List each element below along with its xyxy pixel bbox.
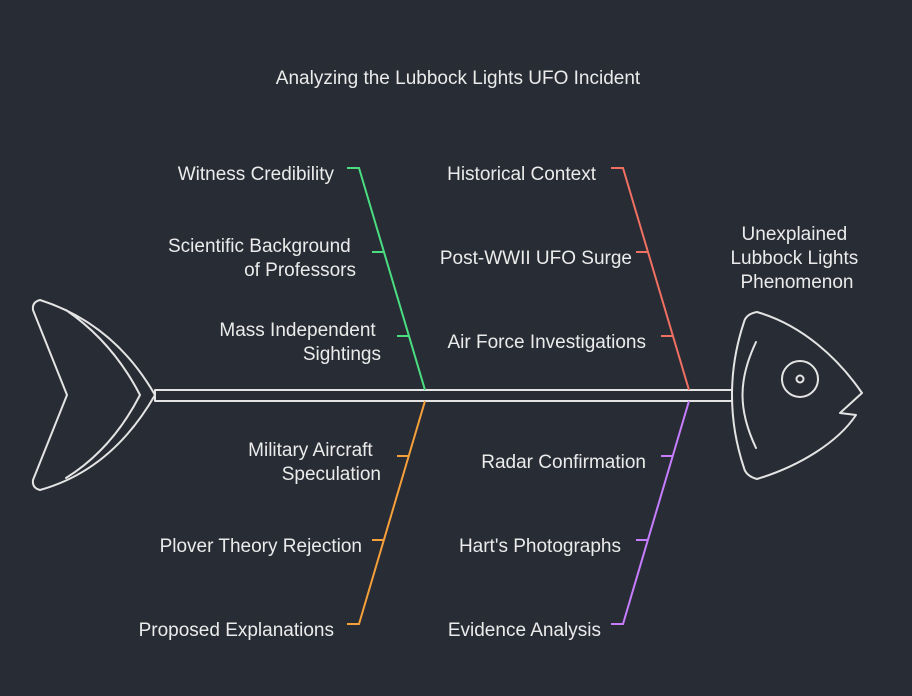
cause-mass-independent-sightings: Mass Independent Sightings: [219, 320, 381, 365]
bone-proposed-explanations: [347, 400, 426, 625]
cause-scientific-background: Scientific Background of Professors: [168, 236, 356, 281]
fish-gill: [741, 341, 757, 449]
cause-military-aircraft-speculation: Military Aircraft Speculation: [248, 440, 381, 485]
fish-eye: [781, 360, 819, 398]
cause-post-wwii-ufo-surge: Post-WWII UFO Surge: [440, 248, 632, 269]
cause-air-force-investigations: Air Force Investigations: [447, 332, 646, 353]
fish-spine: [154, 389, 733, 402]
category-historical-context: Historical Context: [447, 164, 597, 185]
effect-label: Unexplained Lubbock Lights Phenomenon: [730, 224, 863, 293]
fish-head: [731, 311, 863, 480]
cause-radar-confirmation: Radar Confirmation: [481, 452, 646, 473]
cause-plover-theory-rejection: Plover Theory Rejection: [160, 536, 362, 557]
fish-tail: [31, 299, 156, 491]
diagram-title: Analyzing the Lubbock Lights UFO Inciden…: [276, 68, 641, 89]
bone-historical-context: [611, 167, 690, 391]
category-proposed-explanations: Proposed Explanations: [139, 620, 334, 641]
category-evidence-analysis: Evidence Analysis: [448, 620, 601, 641]
fish-pupil: [795, 374, 805, 384]
bone-witness-credibility: [347, 167, 426, 391]
branch-evidence-analysis: [611, 400, 690, 625]
bone-evidence-analysis: [611, 400, 690, 625]
branch-witness-credibility: [347, 167, 426, 391]
category-witness-credibility: Witness Credibility: [178, 164, 335, 185]
branch-proposed-explanations: [347, 400, 426, 625]
branch-historical-context: [611, 167, 690, 391]
cause-harts-photographs: Hart's Photographs: [459, 536, 621, 557]
